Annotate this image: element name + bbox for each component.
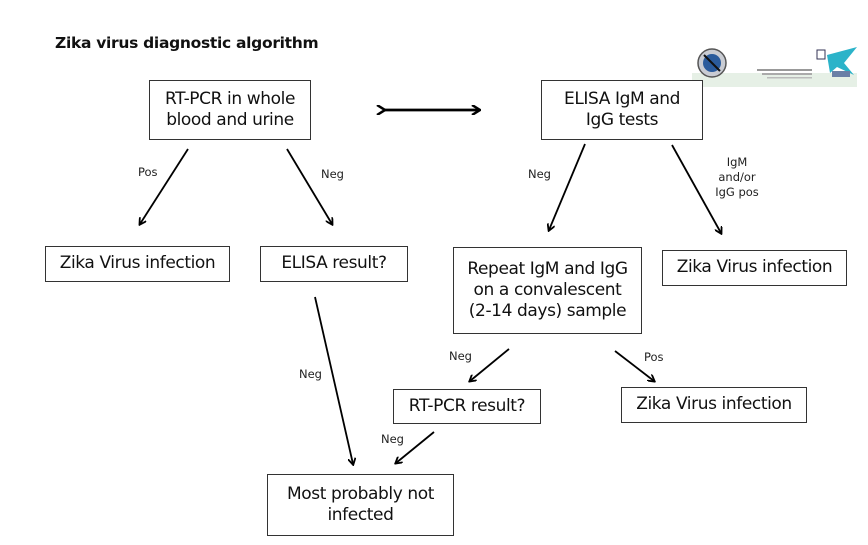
edge-label-rtpcr-neg: Neg xyxy=(321,167,344,181)
diagram-title: Zika virus diagnostic algorithm xyxy=(55,34,319,52)
arrow-repeat-neg xyxy=(470,348,510,381)
edge-label-rtpcr-pos: Pos xyxy=(138,165,158,179)
node-repeat-igm-igg: Repeat IgM and IgG on a convalescent (2-… xyxy=(453,247,642,334)
edge-label-repeat-neg: Neg xyxy=(449,349,472,363)
arrow-elisa-neg xyxy=(549,143,586,230)
edge-label-elisa-neg: Neg xyxy=(528,167,551,181)
node-rtpcr-result: RT-PCR result? xyxy=(393,389,541,424)
edge-label-repeat-pos: Pos xyxy=(644,350,664,364)
edge-label-elisa-pos: IgM and/or IgG pos xyxy=(715,155,759,199)
arrow-elisa-result-neg xyxy=(314,296,353,464)
edge-label-elisa-result-neg: Neg xyxy=(299,367,322,381)
arrow-rtpcr-pos xyxy=(140,148,189,224)
node-elisa-igm-igg: ELISA IgM and IgG tests xyxy=(541,80,703,140)
node-rtpcr-whole-blood-urine: RT-PCR in whole blood and urine xyxy=(149,80,311,140)
node-zika-infection-bottom: Zika Virus infection xyxy=(621,387,807,423)
node-zika-infection-right: Zika Virus infection xyxy=(662,250,847,286)
node-elisa-result: ELISA result? xyxy=(260,246,408,282)
arrow-rtpcr-result-neg xyxy=(396,431,435,463)
arrow-repeat-pos xyxy=(614,350,654,381)
institution-logos-icon xyxy=(692,47,857,87)
node-zika-infection-left: Zika Virus infection xyxy=(45,246,230,282)
arrow-rtpcr-neg xyxy=(286,148,332,224)
edge-label-rtpcr-result-neg: Neg xyxy=(381,432,404,446)
arrow-elisa-pos xyxy=(671,144,721,233)
node-most-probably-not-infected: Most probably not infected xyxy=(267,474,454,536)
